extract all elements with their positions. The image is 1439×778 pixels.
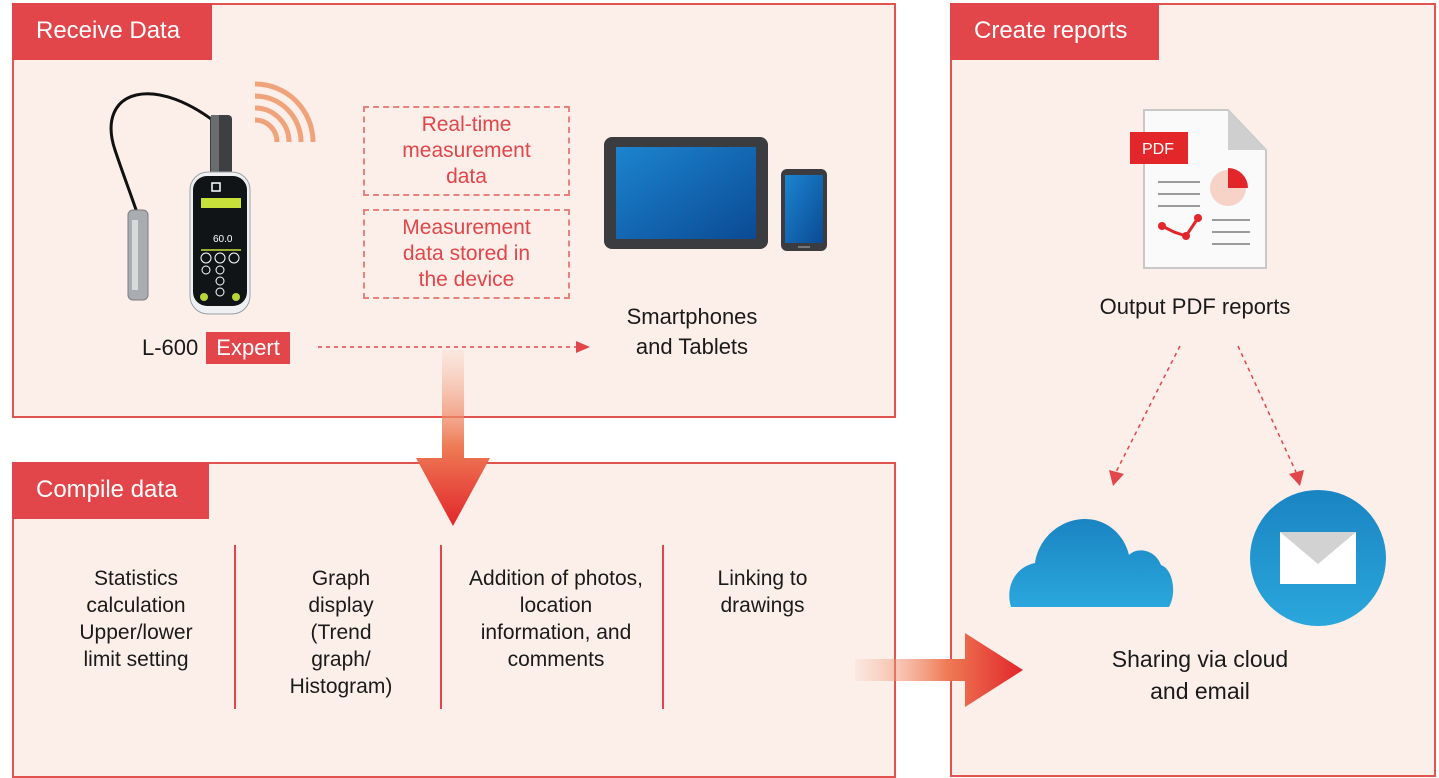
column-divider xyxy=(234,545,236,709)
gradient-arrow-down xyxy=(416,350,490,526)
output-pdf-caption: Output PDF reports xyxy=(1099,294,1291,319)
compile-item-drawings: Linking to drawings xyxy=(717,567,808,617)
pdf-label: PDF xyxy=(1142,141,1174,158)
device-model-label: L-600 Expert xyxy=(142,332,290,364)
device-screen-value: 60.0 xyxy=(213,234,233,245)
device-model-name: L-600 xyxy=(142,335,199,360)
email-icon xyxy=(1250,490,1386,626)
column-divider xyxy=(662,545,664,709)
compile-item-graph: Graph display (Trend graph/ Histogram) xyxy=(289,567,393,698)
tablet-smartphone-illustration xyxy=(604,137,827,251)
column-divider xyxy=(440,545,442,709)
compile-data-tab: Compile data xyxy=(12,462,210,519)
expert-badge: Expert xyxy=(206,332,290,364)
gradient-arrow-right xyxy=(855,633,1023,707)
dashed-arrows-down xyxy=(1109,345,1304,486)
compile-item-photos: Addition of photos, location information… xyxy=(469,567,643,671)
smartphones-tablets-caption: Smartphones and Tablets xyxy=(626,304,758,359)
pdf-document-icon: PDF xyxy=(1130,109,1267,269)
sharing-caption: Sharing via cloud and email xyxy=(1111,646,1289,704)
receive-data-tab: Receive Data xyxy=(12,3,213,60)
realtime-data-box: Real-time measurement data xyxy=(363,106,570,196)
stored-data-box: Measurement data stored in the device xyxy=(363,209,570,299)
thickness-gauge-illustration: 60.0 xyxy=(109,81,316,315)
cloud-icon xyxy=(1009,519,1174,607)
dashed-arrow-right xyxy=(318,341,590,353)
compile-item-statistics: Statistics calculation Upper/lower limit… xyxy=(79,567,193,671)
create-reports-tab: Create reports xyxy=(950,3,1160,60)
